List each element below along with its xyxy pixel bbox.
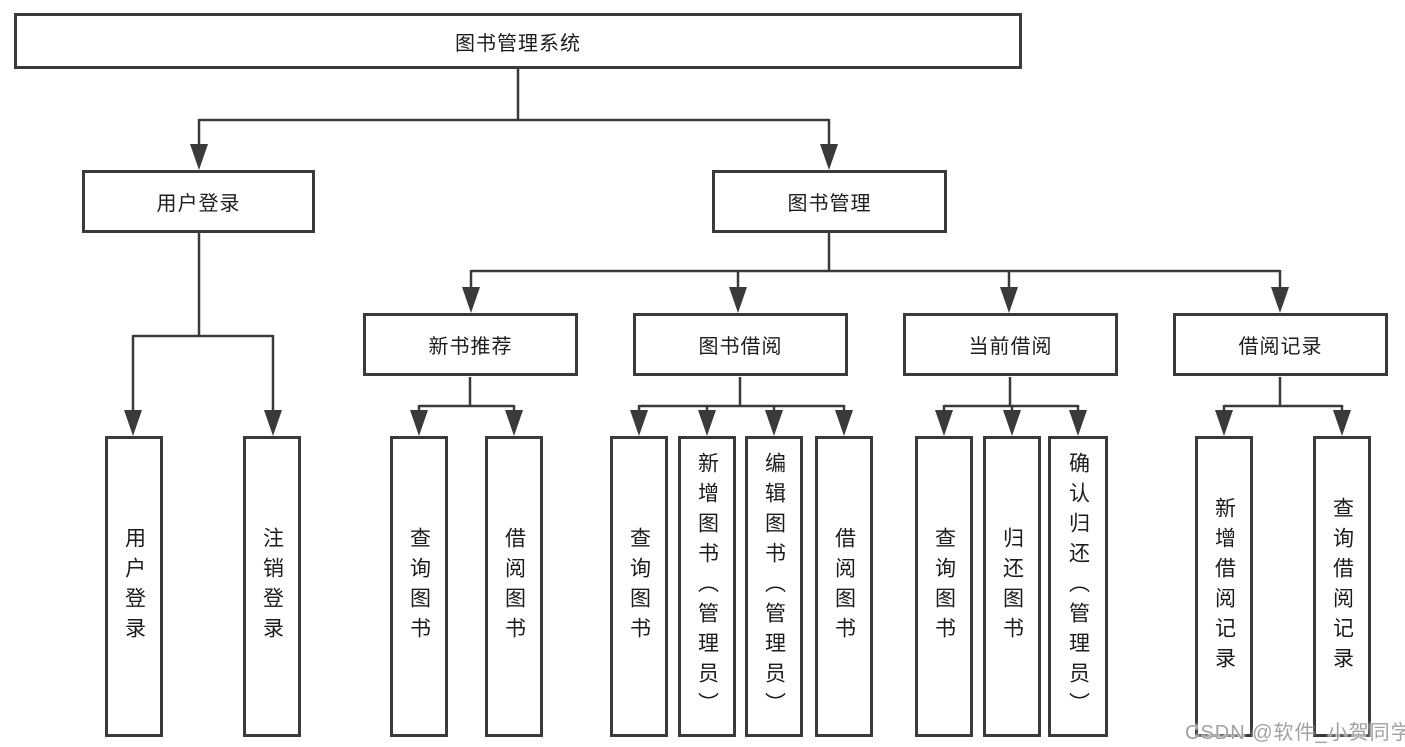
leaf-borrow-book-recommend: 借阅图书 — [485, 436, 543, 737]
leaf-label: 归还图书 — [1000, 526, 1024, 647]
node-label: 借阅记录 — [1238, 336, 1323, 358]
node-user-login: 用户登录 — [82, 170, 315, 233]
node-label: 用户登录 — [156, 193, 241, 215]
leaf-label: 查询借阅记录 — [1330, 496, 1354, 677]
leaf-label: 注销登录 — [260, 526, 284, 647]
node-label: 图书借阅 — [698, 336, 783, 358]
leaf-label: 查询图书 — [932, 526, 956, 647]
node-current-borrow: 当前借阅 — [903, 313, 1118, 376]
leaf-label: 新增图书（管理员） — [695, 451, 719, 722]
leaf-label: 借阅图书 — [832, 526, 856, 647]
leaf-label: 借阅图书 — [502, 526, 526, 647]
node-label: 新书推荐 — [428, 336, 513, 358]
leaf-label: 确认归还（管理员） — [1066, 451, 1090, 722]
node-new-book-recommend: 新书推荐 — [363, 313, 578, 376]
node-label: 当前借阅 — [968, 336, 1053, 358]
leaf-user-login: 用户登录 — [105, 436, 163, 737]
leaf-label: 新增借阅记录 — [1212, 496, 1236, 677]
arrowheads — [124, 144, 1351, 436]
leaf-return-book: 归还图书 — [983, 436, 1041, 737]
leaf-label: 查询图书 — [407, 526, 431, 647]
leaf-query-book-current: 查询图书 — [915, 436, 973, 737]
leaf-label: 编辑图书（管理员） — [762, 451, 786, 722]
leaf-label: 用户登录 — [122, 526, 146, 647]
leaf-logout: 注销登录 — [243, 436, 301, 737]
leaf-edit-book-admin: 编辑图书（管理员） — [745, 436, 803, 737]
node-label: 图书管理 — [787, 193, 872, 215]
node-book-management: 图书管理 — [712, 170, 947, 233]
node-label: 图书管理系统 — [455, 32, 581, 55]
leaf-add-book-admin: 新增图书（管理员） — [678, 436, 736, 737]
leaf-query-borrow-record: 查询借阅记录 — [1313, 436, 1371, 737]
leaf-confirm-return-admin: 确认归还（管理员） — [1048, 436, 1108, 737]
node-book-borrow: 图书借阅 — [633, 313, 848, 376]
leaf-add-borrow-record: 新增借阅记录 — [1195, 436, 1253, 737]
leaf-query-book-borrow: 查询图书 — [610, 436, 668, 737]
connector-strokes — [131, 69, 1344, 414]
leaf-label: 查询图书 — [627, 526, 651, 647]
csdn-watermark: CSDN @软件_小贺同学 — [1185, 722, 1405, 744]
leaf-borrow-book: 借阅图书 — [815, 436, 873, 737]
node-library-management-system: 图书管理系统 — [14, 13, 1022, 69]
node-borrow-records: 借阅记录 — [1173, 313, 1388, 376]
leaf-query-book-recommend: 查询图书 — [390, 436, 448, 737]
